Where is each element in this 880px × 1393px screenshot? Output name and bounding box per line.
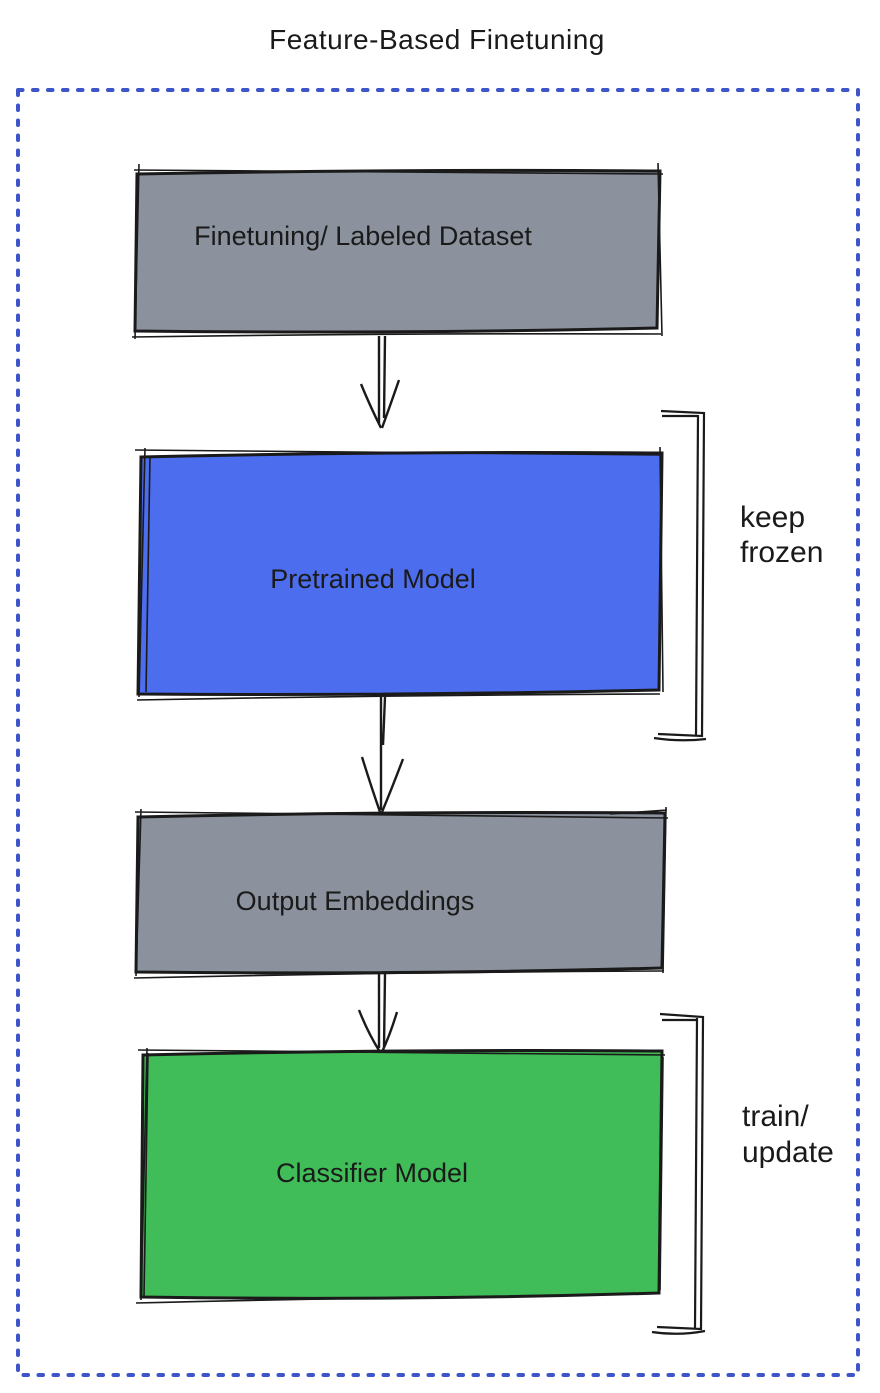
node-pretrained-model-shape [136, 451, 664, 696]
arrow-dataset-to-pretrained [359, 335, 401, 429]
node-finetuning-dataset-sketch [131, 162, 664, 340]
arrow-pretrained-to-embeddings [360, 696, 405, 813]
arrow-pretrained-to-embeddings-stroke [360, 696, 405, 813]
node-classifier-model-label: Classifier Model [276, 1158, 468, 1188]
node-pretrained-model-label: Pretrained Model [270, 564, 476, 594]
bracket-keep-frozen: keep frozen [653, 409, 823, 742]
annotation-train-update-line1: train/ [742, 1100, 809, 1133]
annotation-train-update-line2: update [742, 1136, 834, 1169]
node-output-embeddings-label: Output Embeddings [236, 886, 475, 916]
diagram-title: Feature-Based Finetuning [269, 24, 605, 55]
node-finetuning-dataset-shape [133, 168, 662, 334]
arrow-dataset-to-pretrained-stroke [359, 335, 401, 429]
node-pretrained-model: Pretrained Model [134, 446, 664, 701]
node-finetuning-dataset: Finetuning/ Labeled Dataset [131, 162, 664, 340]
node-output-embeddings: Output Embeddings [133, 806, 669, 979]
node-classifier-model-sketch [135, 1047, 666, 1304]
node-output-embeddings-sketch [133, 806, 669, 979]
node-pretrained-model-sketch [134, 446, 664, 701]
arrow-embeddings-to-classifier [357, 972, 399, 1053]
bracket-keep-frozen-stroke [653, 409, 707, 742]
dotted-boundary [16, 88, 860, 1377]
annotation-keep-frozen-line2: frozen [740, 536, 823, 569]
annotation-keep-frozen-line1: keep [740, 501, 805, 534]
arrow-embeddings-to-classifier-stroke [357, 972, 399, 1053]
bracket-train-update: train/ update [651, 1012, 834, 1335]
bracket-train-update-stroke [651, 1012, 706, 1335]
node-finetuning-dataset-label: Finetuning/ Labeled Dataset [194, 221, 532, 251]
node-classifier-model: Classifier Model [135, 1047, 666, 1304]
